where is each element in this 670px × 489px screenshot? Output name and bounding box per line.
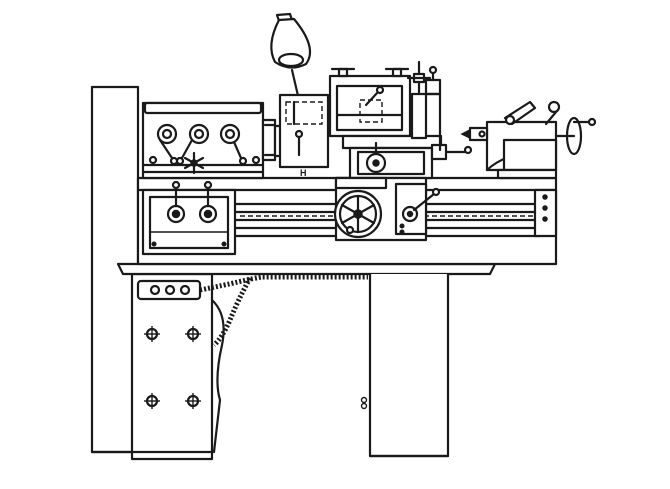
chip-tray	[116, 262, 497, 276]
quick-change-gearbox	[141, 180, 237, 256]
work-lamp	[270, 12, 312, 102]
cabinet-bolt	[144, 393, 160, 409]
tailstock-handwheel[interactable]	[554, 116, 597, 156]
feed-lever[interactable]	[401, 187, 441, 223]
carriage	[328, 60, 473, 242]
tailstock-clamp-lever[interactable]	[503, 100, 537, 126]
cabinet-bolt	[144, 326, 160, 342]
pedestal-lock-icon	[360, 396, 368, 410]
switch-box	[136, 279, 202, 301]
speed-dial[interactable]	[156, 123, 179, 166]
power-cable	[199, 274, 368, 293]
gearbox-knob[interactable]	[198, 180, 218, 224]
headstock-marker-label: H	[300, 168, 307, 178]
gearbox-knob[interactable]	[166, 180, 186, 224]
cross-slide-handle[interactable]	[430, 143, 473, 161]
cabinet-bolt	[185, 393, 201, 409]
drive-guard: H	[278, 93, 330, 178]
feed-star-wheel[interactable]	[183, 151, 205, 175]
speed-dial[interactable]	[175, 123, 210, 166]
apron-handwheel[interactable]	[333, 189, 383, 239]
headstock	[141, 101, 265, 180]
cabinet-bolt	[185, 326, 201, 342]
tailstock-lock-lever[interactable]	[544, 100, 561, 126]
power-cable-drop	[212, 276, 253, 347]
speed-dial[interactable]	[219, 123, 248, 166]
tailstock	[460, 100, 597, 180]
